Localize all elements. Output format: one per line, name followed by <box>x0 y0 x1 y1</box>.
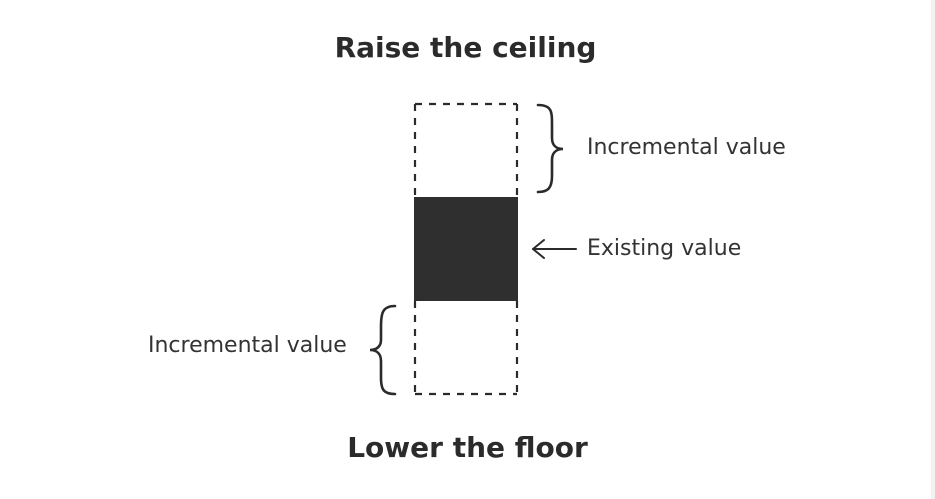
lower-floor-heading: Lower the floor <box>347 431 588 464</box>
raise-ceiling-heading: Raise the ceiling <box>334 31 597 64</box>
existing-value-label: Existing value <box>587 236 742 261</box>
incremental-value-label-top: Incremental value <box>587 135 786 160</box>
left-arrow-icon <box>532 239 577 259</box>
existing-value-block <box>414 197 518 301</box>
right-edge-strip <box>931 0 935 499</box>
curly-brace-icon <box>369 304 397 396</box>
top-incremental-box <box>413 102 519 197</box>
bottom-incremental-box <box>413 301 519 396</box>
incremental-value-label-bottom: Incremental value <box>148 333 347 358</box>
curly-brace-icon <box>536 103 564 194</box>
